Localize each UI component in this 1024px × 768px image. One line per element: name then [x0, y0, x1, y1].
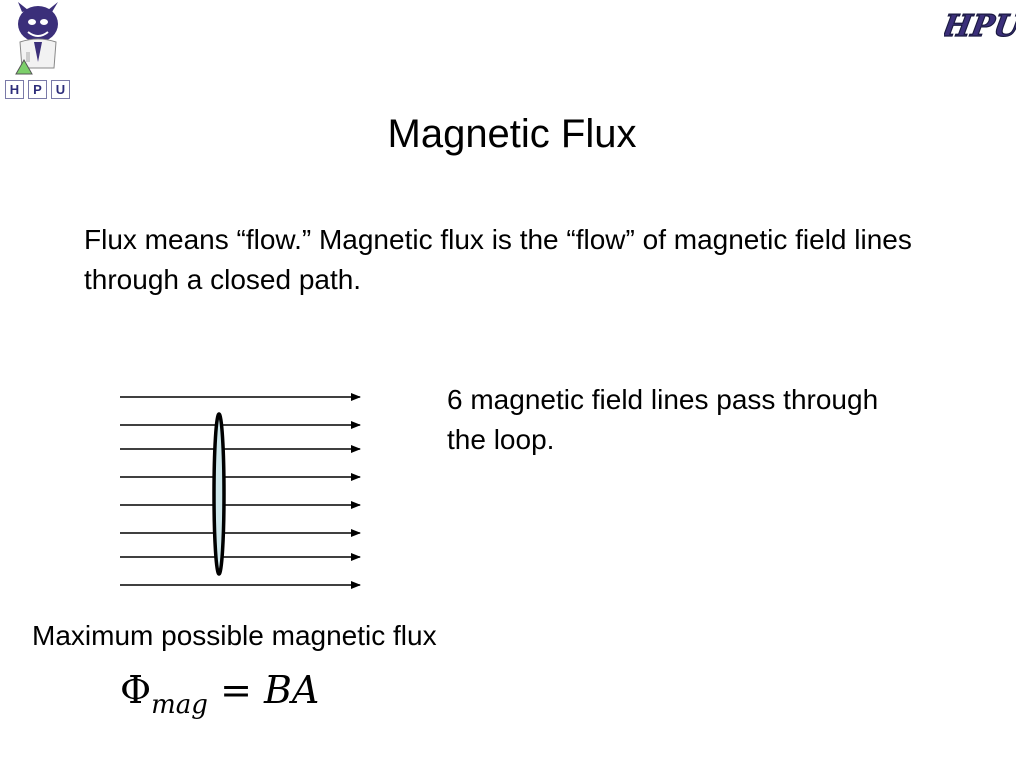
equation-subscript: mag [151, 690, 208, 720]
panther-mascot-icon [15, 2, 58, 75]
hpu-letter-h: H [5, 80, 24, 99]
flux-equation: Φmag = BA [120, 668, 320, 720]
phi-symbol: Φ [120, 668, 152, 712]
hpu-logo-icon: HPU [938, 9, 1024, 45]
equation-rhs: = BA [220, 668, 320, 712]
hpu-logo-text: HPU [944, 9, 1016, 44]
hpu-letter-p: P [28, 80, 47, 99]
intro-text: Flux means “flow.” Magnetic flux is the … [84, 224, 912, 295]
mascot-logo: H P U [4, 2, 72, 100]
field-lines-diagram [110, 385, 370, 595]
hpu-logo: HPU [938, 2, 1024, 48]
diagram-caption: 6 magnetic field lines pass through the … [447, 384, 879, 455]
max-flux-label: Maximum possible magnetic flux [32, 620, 437, 651]
hpu-letter-u: U [51, 80, 70, 99]
slide-title: Magnetic Flux [387, 112, 637, 156]
current-loop [212, 412, 226, 576]
